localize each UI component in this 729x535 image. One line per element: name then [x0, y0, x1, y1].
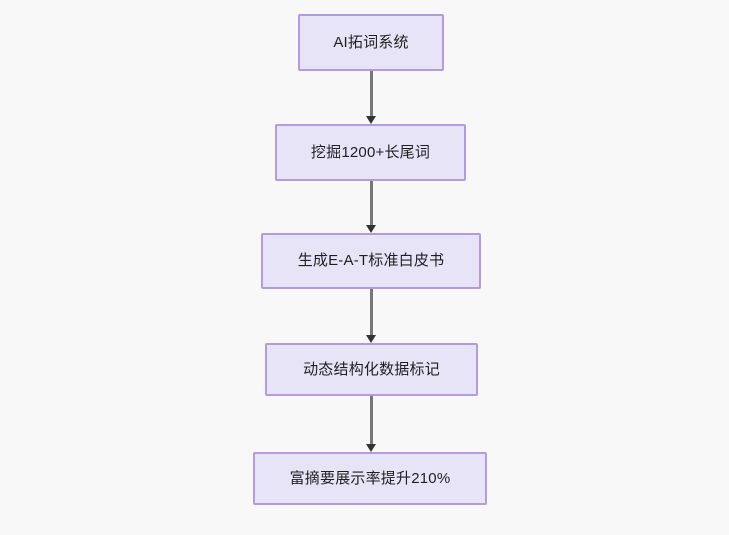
- flow-edge-2-line: [369, 181, 373, 225]
- flow-edge-1-line: [369, 71, 373, 116]
- flow-edge-1-arrowhead: [366, 116, 376, 124]
- flow-edge-4-line: [369, 396, 373, 444]
- flow-node-1-label: AI拓词系统: [333, 33, 409, 51]
- flow-node-5[interactable]: 富摘要展示率提升210%: [253, 452, 487, 505]
- flow-node-3-label: 生成E-A-T标准白皮书: [297, 252, 445, 269]
- flow-node-5-label: 富摘要展示率提升210%: [289, 469, 451, 487]
- flow-edge-2-arrowhead: [366, 225, 376, 233]
- flow-edge-3-line: [369, 289, 373, 335]
- flow-node-4[interactable]: 动态结构化数据标记: [265, 343, 478, 396]
- flow-node-1[interactable]: AI拓词系统: [298, 14, 444, 71]
- flow-node-3[interactable]: 生成E-A-T标准白皮书: [261, 233, 481, 289]
- flow-node-2-label: 挖掘1200+长尾词: [310, 143, 431, 161]
- flow-node-2[interactable]: 挖掘1200+长尾词: [275, 124, 466, 181]
- flow-edge-3-arrowhead: [366, 335, 376, 343]
- flow-node-4-label: 动态结构化数据标记: [303, 360, 440, 378]
- flow-edge-4-arrowhead: [366, 444, 376, 452]
